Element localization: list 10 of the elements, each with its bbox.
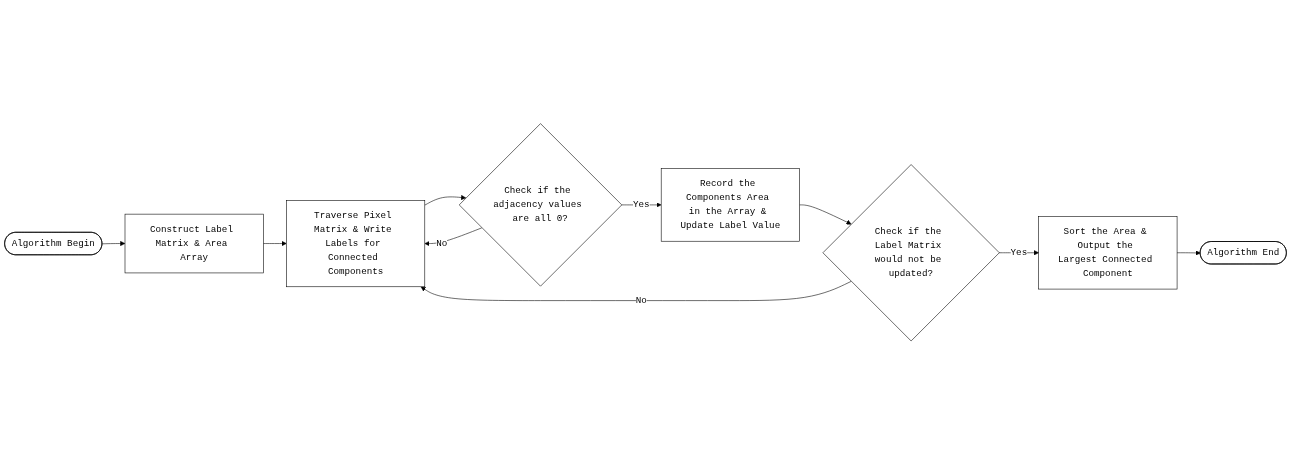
node-box: Construct Label Matrix & Area Array	[124, 213, 264, 273]
node-box: Record the Components Area in the Array & Update Label Value	[660, 168, 800, 242]
node-box: Sort the Area & Output the Largest Connected Component	[1038, 215, 1178, 290]
edge-label: No	[635, 295, 647, 306]
edge-label: No	[436, 238, 448, 249]
node-diamond: Check if the Label Matrix would not be updated?	[822, 163, 1000, 341]
edge-label: Yes	[1010, 247, 1028, 258]
node-box: Traverse Pixel Matrix & Write Labels for Connected Components	[286, 199, 426, 287]
edge-label: Yes	[633, 199, 650, 210]
node-diamond: Check if the adjacency values are all 0?	[458, 123, 623, 287]
